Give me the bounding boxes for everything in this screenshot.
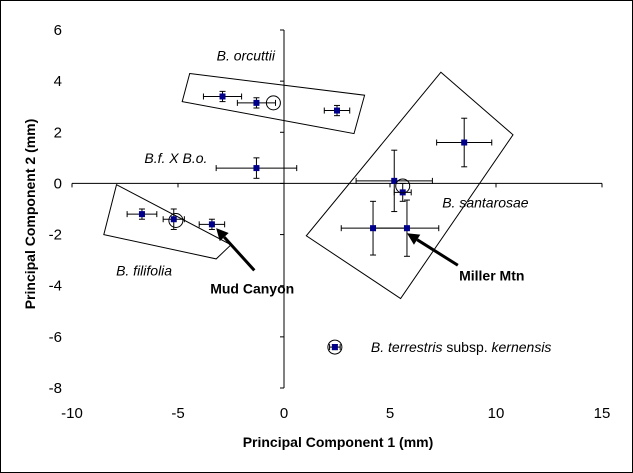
x-tick-label: 5 — [386, 405, 394, 422]
annotation-arrow — [406, 233, 459, 267]
y-tick-label: 0 — [54, 175, 62, 192]
data-point — [253, 165, 260, 172]
y-tick-label: -2 — [49, 227, 62, 244]
data-point — [253, 99, 260, 106]
annotation-label: B. filifolia — [116, 262, 172, 278]
data-point — [334, 107, 340, 114]
y-tick-label: 2 — [54, 124, 62, 141]
legend-label: B. terrestris subsp. kernensis — [371, 339, 552, 355]
annotation-label: B.f. X B.o. — [144, 150, 207, 166]
open-circle-marker — [265, 95, 281, 111]
open-circle-marker — [168, 213, 184, 229]
y-tick-label: 4 — [54, 73, 62, 90]
annotation-arrow — [216, 228, 256, 272]
data-point — [391, 177, 398, 184]
y-tick-label: -8 — [49, 380, 62, 397]
data-point — [208, 221, 215, 228]
y-axis-label: Principal Component 2 (mm) — [22, 119, 38, 310]
open-circle-marker — [327, 339, 343, 355]
data-point — [403, 225, 410, 232]
y-tick-label: -4 — [49, 278, 62, 295]
data-point — [461, 139, 468, 146]
annotation-label: B. orcuttii — [217, 48, 276, 64]
data-point — [170, 216, 177, 223]
y-tick-label: 6 — [54, 22, 62, 39]
x-tick-label: 0 — [280, 405, 288, 422]
data-point — [370, 225, 377, 232]
x-axis-label: Principal Component 1 (mm) — [243, 434, 434, 450]
x-tick-label: 10 — [488, 405, 505, 422]
group-box-2 — [305, 71, 514, 300]
x-tick-label: -5 — [171, 405, 184, 422]
group-box-0 — [181, 72, 366, 135]
group-box-1 — [103, 183, 232, 260]
x-tick-label: 15 — [594, 405, 611, 422]
x-tick-label: -10 — [61, 405, 83, 422]
annotation-label: B. santarosae — [442, 195, 529, 211]
data-point — [219, 93, 226, 100]
open-circle-marker — [395, 178, 411, 194]
annotation-label: Mud Canyon — [210, 280, 294, 296]
y-tick-label: -6 — [49, 329, 62, 346]
data-point — [138, 211, 145, 218]
data-point — [331, 344, 338, 351]
annotation-label: Miller Mtn — [459, 267, 524, 283]
